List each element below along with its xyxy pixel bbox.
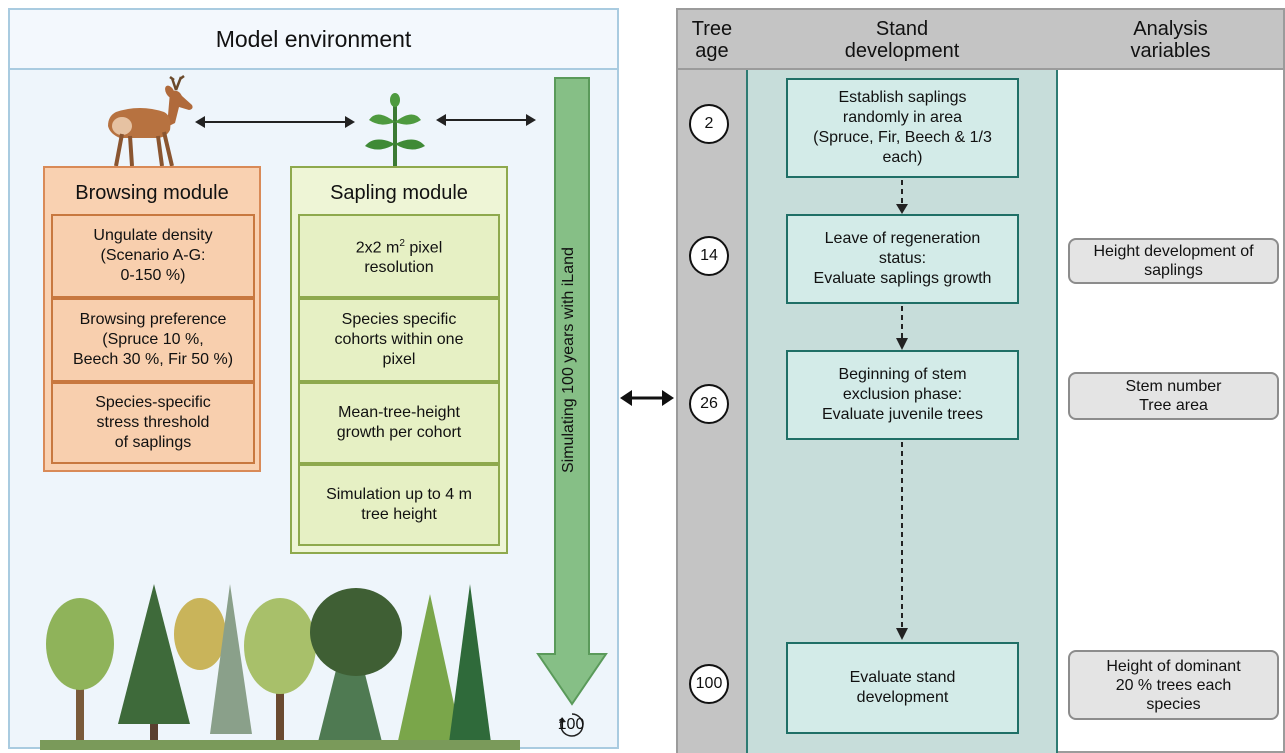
resolution-superscript: 2 [399,237,405,249]
text-line: status: [878,250,927,267]
species-cohorts-box: Species specific cohorts within one pixe… [298,298,500,382]
text-line: Evaluate saplings growth [813,270,992,287]
browsing-module-title: Browsing module [75,181,229,204]
text-line: Height development of [1093,243,1254,260]
simulation-arrow [536,77,608,706]
stage-box-stand-development: Evaluate stand development [786,642,1019,734]
text-line: Height of dominant [1106,657,1241,675]
text-line: Leave of regeneration [824,230,981,247]
variable-box-stem-number: Stem number Tree area [1068,372,1279,420]
text-line: species [1146,695,1201,713]
stress-threshold-box: Species-specific stress threshold of sap… [51,382,255,464]
header-line: age [695,40,729,62]
double-arrow-icon [436,114,536,126]
text-line: 0-150 %) [120,267,186,284]
model-environment-title: Model environment [10,10,617,70]
link-double-arrow-icon [620,390,674,406]
text-line: 20 % trees each [1115,676,1232,694]
header-line: development [844,40,960,62]
height-growth-box: Mean-tree-height growth per cohort [298,382,500,464]
table-header-row [678,10,1283,70]
text-line: development [856,689,949,706]
double-arrow-icon [195,116,355,128]
text-line: 2x2 m2 pixel [356,234,443,258]
age-circle: 26 [689,384,729,424]
text-line: Simulation up to 4 m [326,486,472,503]
text-line: Species specific [341,311,457,328]
text-line: growth per cohort [336,424,462,441]
text-line: stress threshold [96,414,210,431]
text-line: Evaluate stand [849,669,956,686]
text-line: Mean-tree-height [338,404,460,421]
text-line: pixel [382,351,416,368]
header-line: Stand [875,18,929,40]
simulation-end-year: 100 [556,713,586,737]
stage-box-stem-exclusion: Beginning of stem exclusion phase: Evalu… [786,350,1019,440]
variable-box-dominant-height: Height of dominant 20 % trees each speci… [1068,650,1279,720]
text-line: Species-specific [95,394,211,411]
stage-box-regeneration: Leave of regeneration status: Evaluate s… [786,214,1019,304]
variable-box-height-development: Height development of saplings [1068,238,1279,284]
text-line: Evaluate juvenile trees [822,406,983,423]
cycle-icon [559,713,584,737]
header-line: variables [1130,40,1211,62]
simulation-label: Simulating 100 years with iLand [560,247,577,473]
header-line: Tree [691,18,733,40]
stage-box-establish: Establish saplings randomly in area (Spr… [786,78,1019,178]
dashed-arrows [896,180,908,640]
browsing-preference-box: Browsing preference (Spruce 10 %, Beech … [51,298,255,382]
age-circle: 2 [689,104,729,144]
text-line: Browsing preference [79,311,227,328]
text-line: tree height [361,506,437,523]
resolution-text: 2x2 m [355,239,400,257]
text-line: Tree area [1139,397,1208,414]
forest-icon [40,584,520,750]
text-line: exclusion phase: [842,386,963,403]
text-line: Beech 30 %, Fir 50 %) [72,351,234,368]
text-line: (Spruce 10 %, [102,331,204,348]
text-line: resolution [364,259,434,277]
deer-icon [108,75,193,167]
text-line: Ungulate density [93,227,213,244]
text-line: of saplings [114,434,192,451]
age-circle: 14 [689,236,729,276]
header-line: Analysis [1133,18,1208,40]
resolution-text: pixel [404,239,443,257]
simulation-end-year-text: 100 [557,716,585,733]
sapling-module-title: Sapling module [330,181,468,204]
text-line: (Scenario A-G: [100,247,206,264]
text-line: Beginning of stem [838,366,967,383]
text-line: saplings [1144,262,1203,279]
text-line: Establish saplings [838,89,967,106]
age-circle: 100 [689,664,729,704]
text-line: each) [882,149,923,166]
simulation-height-box: Simulation up to 4 m tree height [298,464,500,546]
ungulate-density-box: Ungulate density (Scenario A-G: 0-150 %) [51,214,255,298]
text-line: (Spruce, Fir, Beech & 1/3 [813,129,992,146]
sapling-icon [365,93,425,168]
text-line: cohorts within one [334,331,464,348]
pixel-resolution-box: 2x2 m2 pixel resolution [298,214,500,298]
text-line: Stem number [1125,378,1222,395]
text-line: randomly in area [842,109,963,126]
